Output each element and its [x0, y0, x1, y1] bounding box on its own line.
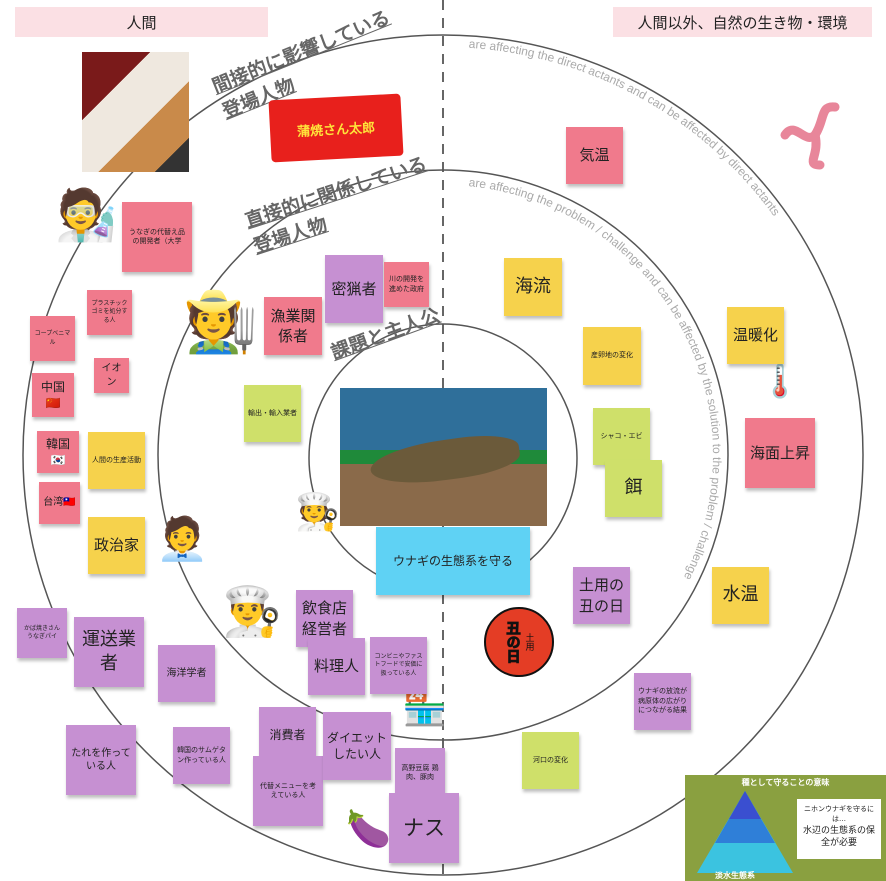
ushi-no-hi-logo: 丑の日土用: [484, 607, 554, 677]
eel-photo: [340, 388, 547, 526]
sticky-kaimen[interactable]: 海面上昇: [745, 418, 815, 488]
pyramid-shape: [697, 791, 793, 873]
sticky-kabayaki[interactable]: かば焼きさん うなぎパイ: [17, 608, 67, 658]
pyramid-base: 淡水生態系: [715, 871, 755, 880]
sticky-korea[interactable]: 韓国🇰🇷: [37, 431, 79, 473]
chef-icon: 👨‍🍳: [222, 584, 282, 640]
convenience-store-icon: 🏪: [402, 687, 447, 728]
sticky-konbini[interactable]: コンビニやファストフードで安価に扱っている人: [370, 637, 427, 694]
sticky-diet[interactable]: ダイエットしたい人: [323, 712, 391, 780]
sticky-kairyu[interactable]: 海流: [504, 258, 562, 316]
pyramid-title: 種として守ることの意味: [741, 778, 830, 787]
sticky-coop[interactable]: コープベニマル: [30, 316, 75, 361]
outer-ring: [22, 34, 864, 876]
waiter-icon: 🧑‍🍳: [295, 492, 340, 533]
unagi-pie-photo: [82, 52, 189, 172]
middle-ring: [157, 169, 729, 741]
sticky-tare[interactable]: たれを作っている人: [66, 725, 136, 795]
sticky-shako[interactable]: シャコ・エビ: [593, 408, 650, 465]
sticky-esa[interactable]: 餌: [605, 460, 662, 517]
fisherman-icon: 🧑‍🌾: [183, 287, 258, 357]
sticky-aeon[interactable]: イオン: [94, 358, 129, 393]
sticky-kaiyo[interactable]: 海洋学者: [158, 645, 215, 702]
sticky-daitai[interactable]: うなぎの代替え品の開発者（大学: [122, 202, 192, 272]
bubble-line2: 水辺の生態系の保全が必要: [802, 825, 875, 849]
sticky-sanran[interactable]: 産卵地の変化: [583, 327, 641, 385]
scientist-icon: 🧑‍🔬: [55, 186, 118, 244]
sticky-ningen[interactable]: 人間の生産活動: [88, 432, 145, 489]
politician-icon: 🧑‍💼: [156, 514, 209, 563]
pyramid-image: 種として守ることの意味 ニホンウナギを守るには… 水辺の生態系の保全が必要 淡水生…: [685, 775, 886, 881]
sticky-ondanka[interactable]: 温暖化: [727, 307, 784, 364]
sticky-suion[interactable]: 水温: [712, 567, 769, 624]
sticky-nasu[interactable]: ナス: [389, 793, 459, 863]
sticky-goal[interactable]: ウナギの生態系を守る: [376, 527, 530, 595]
ushi-logo-small: 土用: [523, 633, 534, 651]
sticky-shohisha[interactable]: 消費者: [259, 707, 316, 764]
sticky-seijika[interactable]: 政治家: [88, 517, 145, 574]
sticky-kakou[interactable]: 河口の変化: [522, 732, 579, 789]
eggplant-icon: 🍆: [346, 809, 391, 850]
sticky-samgyetang[interactable]: 韓国のサムゲタン作っている人: [173, 727, 230, 784]
sticky-taiwan[interactable]: 台湾🇹🇼: [39, 482, 80, 524]
candy-package: 蒲焼さん太郎: [268, 93, 404, 163]
sticky-koya[interactable]: 高野豆腐 鶏肉、豚肉: [395, 748, 445, 798]
pyramid-bubble: ニホンウナギを守るには… 水辺の生態系の保全が必要: [797, 799, 881, 859]
bubble-line1: ニホンウナギを守るには…: [804, 805, 874, 823]
ushi-logo-text: 丑の日: [504, 621, 521, 664]
sticky-kion[interactable]: 気温: [566, 127, 623, 184]
sticky-china[interactable]: 中国🇨🇳: [32, 373, 74, 417]
sticky-plastic[interactable]: プラスチックゴミを処分する人: [87, 290, 132, 335]
sticky-mitsuryo[interactable]: 密猟者: [325, 255, 383, 323]
sticky-gyogyo[interactable]: 漁業関係者: [264, 297, 322, 355]
header-nature: 人間以外、自然の生き物・環境: [613, 7, 872, 37]
header-human: 人間: [15, 7, 268, 37]
thermometer-icon: 🌡️: [760, 362, 800, 400]
sticky-ryori[interactable]: 料理人: [308, 638, 365, 695]
sticky-horyu[interactable]: ウナギの放流が病原体の広がりにつながる結果: [634, 673, 691, 730]
sticky-menu[interactable]: 代替メニューを考えている人: [253, 756, 323, 826]
eel-shape: [367, 429, 523, 491]
sticky-unso[interactable]: 運送業者: [74, 617, 144, 687]
worm-icon: [780, 102, 840, 170]
sticky-yushutsu[interactable]: 輸出・輸入業者: [244, 385, 301, 442]
sticky-kawa[interactable]: 川の開発を進めた政府: [384, 262, 429, 307]
sticky-inshoku[interactable]: 飲食店経営者: [296, 590, 353, 647]
sticky-doyou[interactable]: 土用の丑の日: [573, 567, 630, 624]
